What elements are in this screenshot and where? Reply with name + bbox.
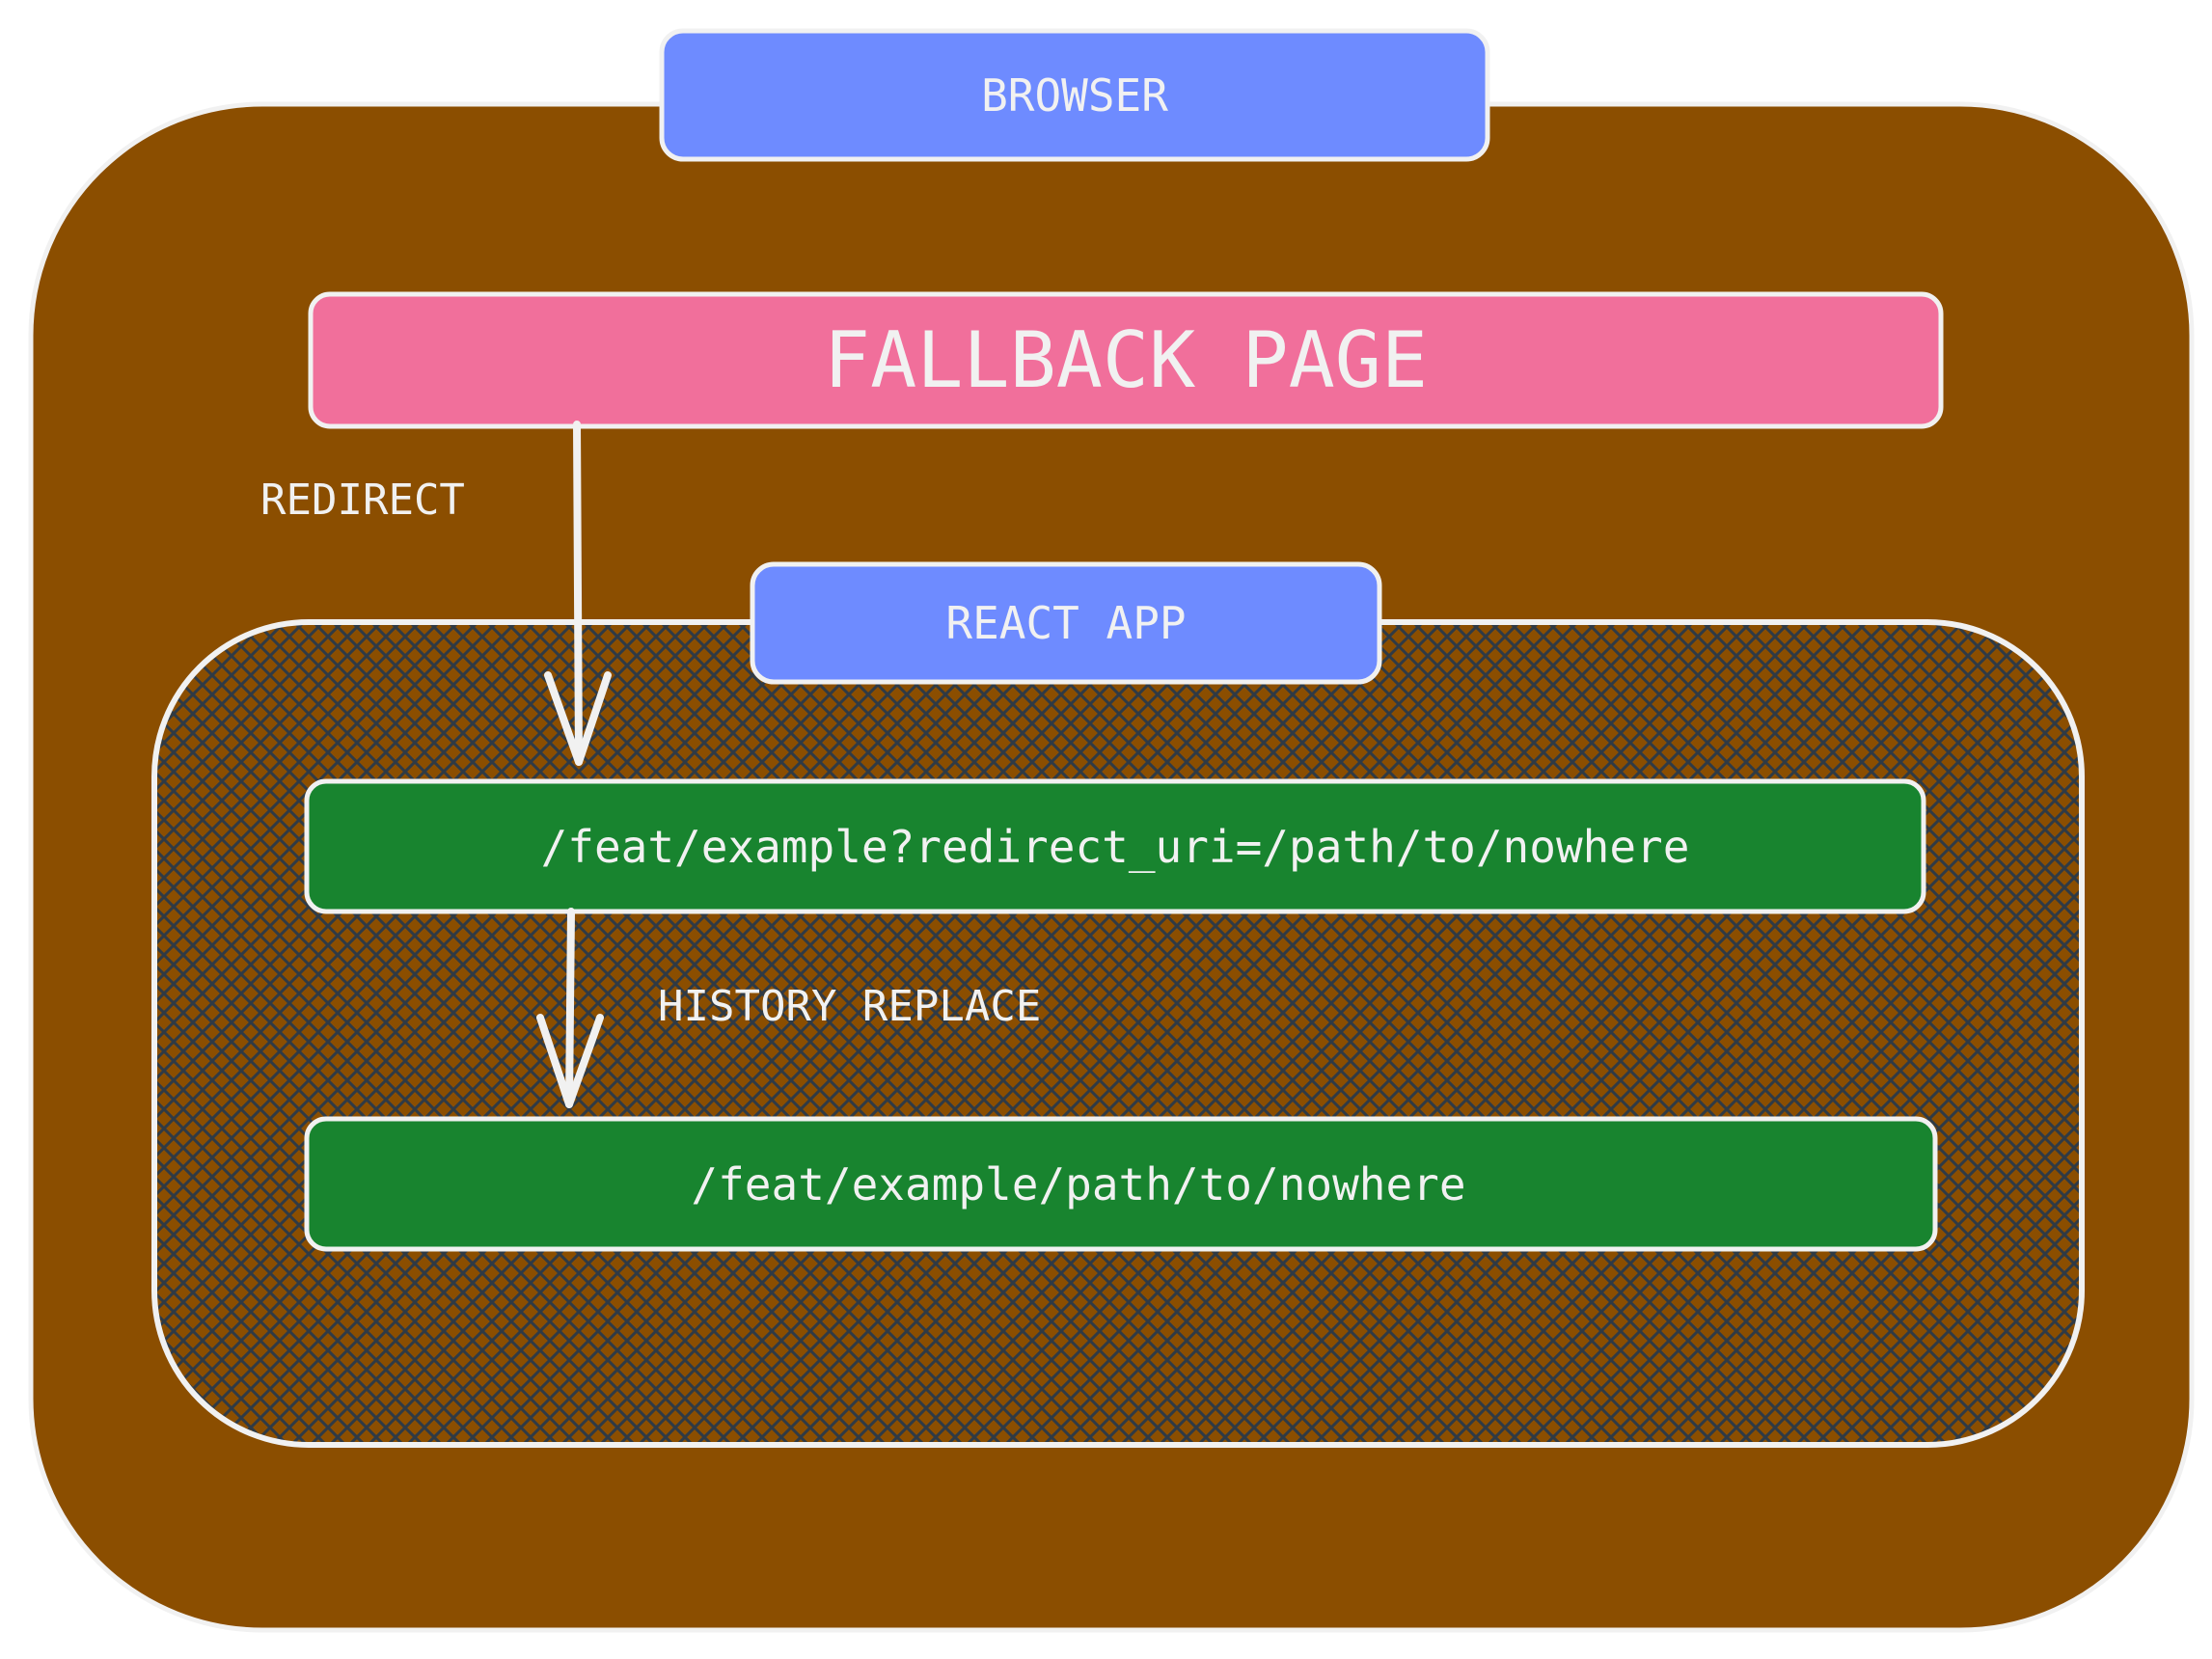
browser-tab xyxy=(659,28,1490,162)
react-app-container xyxy=(151,619,2085,1448)
fallback-page-box xyxy=(308,291,1944,429)
redirect-arrow xyxy=(544,421,612,766)
react-app-tab xyxy=(750,561,1382,685)
redirect-url-label: /feat/example?redirect_uri=/path/to/nowh… xyxy=(540,820,1690,873)
react-app-label: REACT APP xyxy=(945,597,1187,649)
history-replace-label: HISTORY REPLACE xyxy=(658,981,1042,1031)
redirect-label: REDIRECT xyxy=(260,475,465,525)
final-url-label: /feat/example/path/to/nowhere xyxy=(691,1157,1466,1210)
redirect-url-box xyxy=(304,778,1926,914)
browser-label: BROWSER xyxy=(981,68,1168,122)
fallback-page-label: FALLBACK PAGE xyxy=(823,315,1429,405)
final-url-box xyxy=(304,1116,1938,1252)
history-replace-arrow xyxy=(536,908,604,1108)
